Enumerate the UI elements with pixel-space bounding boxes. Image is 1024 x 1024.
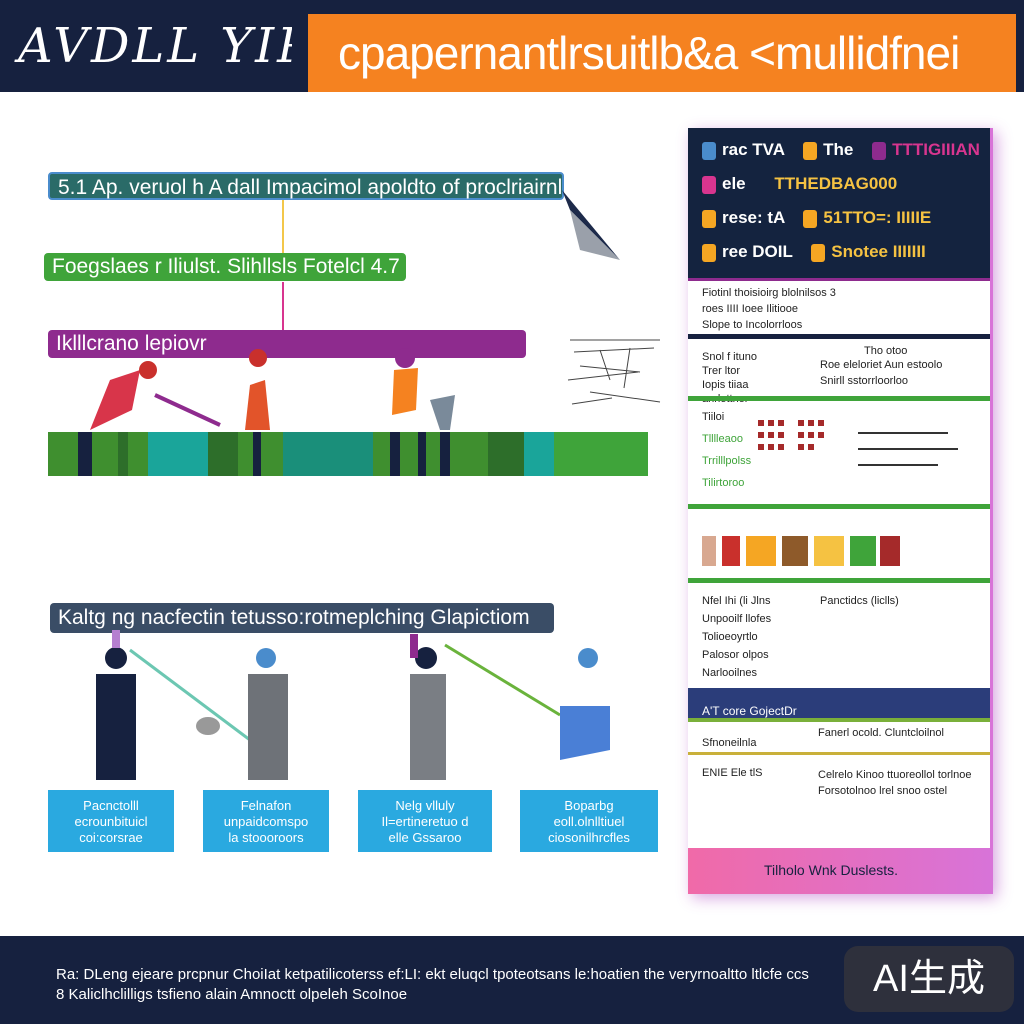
panel-s5-right-3: Forsotolnoo lrel snoo ostel <box>818 785 948 797</box>
legend-swatch-icon <box>702 209 716 228</box>
step-label-1: Pacnctolll ecrounbituicl coi:corsrae <box>48 790 174 852</box>
legend-row-2: ele TTHEDBAG000 <box>702 174 897 196</box>
panel-thumbnail-strip <box>702 536 900 566</box>
panel-s5-left-2: ENIE Ele tlS <box>702 767 763 779</box>
connector-line-2 <box>282 282 284 334</box>
panel-s3-line4: Tilirtoroo <box>702 477 745 489</box>
legend-swatch-icon <box>702 243 716 262</box>
legend-row-3-a: rese: tA <box>722 208 785 227</box>
legend-row-3-b: 51TTO=: IIIIIE <box>823 208 932 227</box>
legend-row-1: rac TVA The TTTIGIIIAN <box>702 140 980 162</box>
legend-box: rac TVA The TTTIGIIIAN ele TTHEDBAG000 r… <box>688 128 990 278</box>
step-label-2-line3: la stoooroors <box>228 830 304 845</box>
legend-swatch-icon <box>803 141 818 160</box>
panel-s4-left-3: Tolioeoyrtlo <box>702 631 758 643</box>
timeline-band <box>48 432 648 476</box>
panel-s2-right-3: Snirll sstorrloorloo <box>820 375 909 387</box>
header-logo-text: AVDLL YIP <box>18 18 313 74</box>
panel-s3-line1: Tiiloi <box>702 411 725 423</box>
banner-step-2: Foegslaes r Iliulst. Slihllsls Fotelcl 4… <box>44 253 406 281</box>
step-label-1-line1: Pacnctolll <box>83 798 139 813</box>
panel-s1-line1: Fiotinl thoisioirg blolnilsos 3 <box>702 287 836 299</box>
people-illustration <box>90 348 455 430</box>
panel-s2-right-2: Roe eleloriet Aun estoolo <box>820 359 943 371</box>
panel-s4-left-2: Unpooilf llofes <box>702 613 772 625</box>
legend-row-4-a: ree DOIL <box>722 242 793 261</box>
step-label-3-line3: elle Gssaroo <box>388 830 462 845</box>
legend-swatch-icon <box>811 243 826 262</box>
legend-row-4-b: Snotee IIIIIII <box>831 242 926 261</box>
panel-footer-text: Tilholo Wnk Duslests. <box>764 862 899 878</box>
panel-s5-right-2: Celrelo Kinoo ttuoreollol torlnoe <box>818 769 972 781</box>
panel-footer-bar: Tilholo Wnk Duslests. <box>688 848 990 894</box>
legend-row-4: ree DOIL Snotee IIIIIII <box>702 242 926 264</box>
workers-illustration <box>96 630 610 780</box>
step-label-3-line1: Nelg vlluly <box>395 798 455 813</box>
panel-sections: Fiotinl thoisioirg blolnilsos 3 roes III… <box>688 278 990 894</box>
legend-swatch-icon <box>702 175 716 194</box>
panel-s2-left-2: Trer ltor <box>702 365 741 377</box>
footer-line-2: 8 Kaliclhclilligs tsfieno alain Amnoctt … <box>56 986 408 1003</box>
banner-step-3: Iklllcrano lepiovr <box>48 330 526 358</box>
panel-s4-left-5: Narlooilnes <box>702 667 758 679</box>
panel-s4-left-4: Palosor olpos <box>702 649 769 661</box>
panel-s2-right-1: Tho otoo <box>864 345 908 357</box>
step-label-4-line3: ciosonilhrcfles <box>548 830 630 845</box>
panel-s1-line3: Slope to Incolorrloos <box>702 319 803 331</box>
legend-swatch-icon <box>872 141 887 160</box>
step-label-4-line2: eoll.olnlltiuel <box>553 814 625 829</box>
panel-s5-left-1: Sfnoneilnla <box>702 737 757 749</box>
panel-s3-line2: Tlllleaoo <box>702 433 743 445</box>
panel-s4-left-1: Nfel Ihi (li Jlns <box>702 595 771 607</box>
header-title: cpapernantlrsuitlb&a <mullidfnei <box>338 27 960 79</box>
panel-s4-right-1: Panctidcs (liclls) <box>820 595 899 607</box>
header-title-bar <box>308 14 1016 92</box>
legend-row-1-a: rac TVA <box>722 140 785 159</box>
panel-s3-line3: Trrilllpolss <box>702 455 752 467</box>
step-label-2: Felnafon unpaidcomspo la stoooroors <box>203 790 329 852</box>
panel-s5-right-1: Fanerl ocold. Cluntcloilnol <box>818 727 944 739</box>
panel-s2-left-1: Snol f ituno <box>702 351 758 363</box>
panel-s2-left-3: Iopis tiiaa <box>702 379 749 391</box>
legend-row-2-b: TTHEDBAG000 <box>774 174 898 193</box>
step-label-4-line1: Boparbg <box>564 798 614 813</box>
banner-step-4: Kaltg ng nacfectin tetusso:rotmeplching … <box>50 603 554 633</box>
step-label-3: Nelg vlluly Il=ertineretuo d elle Gssaro… <box>358 790 492 852</box>
step-label-4: Boparbg eoll.olnlltiuel ciosonilhrcfles <box>520 790 658 852</box>
panel-dot-matrix <box>758 420 958 466</box>
panel-s1-line2: roes IIII Ioee Ilitiooe <box>702 303 798 315</box>
step-label-1-line3: coi:corsrae <box>79 830 143 845</box>
header-left-block <box>0 0 292 92</box>
step-label-1-line2: ecrounbituicl <box>74 814 148 829</box>
legend-row-2-a: ele <box>722 174 746 193</box>
footer-line-1: Ra: DLeng ejeare prcpnur ChoiIat ketpati… <box>56 966 809 983</box>
banner-step-1: 5.1 Ap. veruol h A dall Impacimol apoldt… <box>48 172 564 200</box>
sketch-annotation-icon <box>567 339 661 405</box>
legend-row-3: rese: tA 51TTO=: IIIIIE <box>702 208 931 230</box>
legend-swatch-icon <box>803 209 818 228</box>
step-label-3-line2: Il=ertineretuo d <box>381 814 469 829</box>
legend-row-1-b: The <box>823 140 854 159</box>
step-label-2-line1: Felnafon <box>240 798 292 813</box>
legend-row-1-c: TTTIGIIIAN <box>892 140 980 159</box>
watermark-badge: AI生成 <box>844 946 1014 1012</box>
panel-s5-title: A'T core GojectDr <box>702 704 797 718</box>
connector-line-1 <box>282 200 284 255</box>
legend-swatch-icon <box>702 141 716 160</box>
step-label-2-line2: unpaidcomspo <box>223 814 309 829</box>
pointer-arrow-icon <box>562 190 620 260</box>
